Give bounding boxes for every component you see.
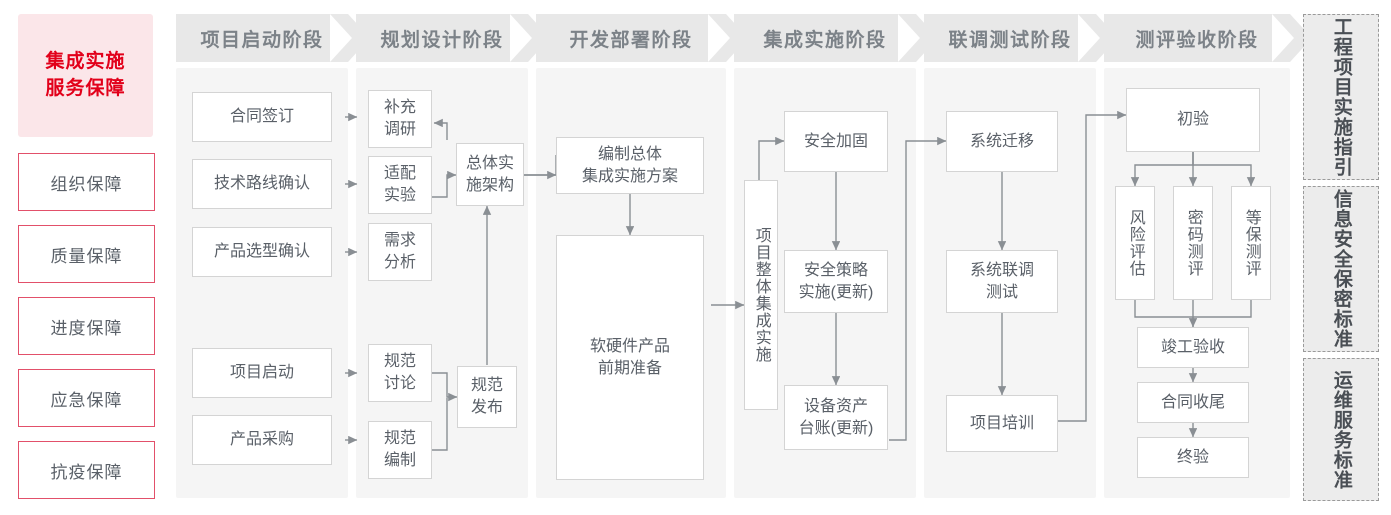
- node-contract-signing[interactable]: 合同签订: [192, 92, 332, 142]
- node-risk-assessment[interactable]: 风险评估: [1115, 186, 1155, 300]
- node-joint-debug-test-l2: 测试: [985, 283, 1018, 301]
- sidebar-item-organization[interactable]: 组织保障: [18, 153, 155, 211]
- assurance-sidebar: 集成实施 服务保障 组织保障 质量保障 进度保障 应急保障 抗疫保障: [18, 14, 155, 499]
- node-initial-acceptance[interactable]: 初验: [1126, 88, 1260, 152]
- node-spec-drafting[interactable]: 规范编制: [368, 421, 432, 479]
- node-draft-integration-plan[interactable]: 编制总体集成实施方案: [556, 137, 704, 194]
- sidebar-item-quality[interactable]: 质量保障: [18, 225, 155, 283]
- sidebar-item-emergency[interactable]: 应急保障: [18, 369, 155, 427]
- node-hw-sw-preparation-l1: 软硬件产品: [589, 337, 670, 355]
- node-project-training[interactable]: 项目培训: [946, 395, 1058, 452]
- standard-panel-security[interactable]: 信息安全保密标准: [1303, 186, 1379, 352]
- node-project-kickoff[interactable]: 项目启动: [192, 348, 332, 398]
- node-supplementary-survey[interactable]: 补充调研: [368, 90, 432, 148]
- node-mlps-evaluation[interactable]: 等保测评: [1231, 186, 1271, 300]
- node-adaptation-test[interactable]: 适配实验: [368, 156, 432, 214]
- sidebar-item-epidemic[interactable]: 抗疫保障: [18, 441, 155, 499]
- standard-panel-ops-label: 运维服务标准: [1330, 369, 1352, 490]
- node-spec-publish-l1: 规范: [470, 377, 503, 395]
- node-security-hardening[interactable]: 安全加固: [784, 111, 888, 172]
- node-joint-debug-test[interactable]: 系统联调测试: [946, 250, 1058, 313]
- node-spec-discussion-l2: 讨论: [383, 375, 416, 392]
- node-spec-publish-l2: 发布: [470, 399, 503, 416]
- node-draft-integration-plan-l1: 编制总体: [597, 145, 662, 163]
- standard-panel-ops[interactable]: 运维服务标准: [1303, 358, 1379, 501]
- node-spec-discussion[interactable]: 规范讨论: [368, 344, 432, 402]
- node-hw-sw-preparation-l2: 前期准备: [597, 359, 662, 377]
- node-overall-architecture[interactable]: 总体实施架构: [456, 143, 524, 206]
- node-requirement-analysis-l1: 需求: [383, 232, 416, 250]
- assurance-title-line2: 服务保障: [45, 77, 126, 99]
- node-security-policy-l1: 安全策略: [803, 261, 868, 279]
- node-adaptation-test-l2: 实验: [383, 187, 416, 204]
- node-security-policy-l2: 实施(更新): [798, 283, 874, 301]
- node-hw-sw-preparation[interactable]: 软硬件产品前期准备: [556, 235, 704, 480]
- assurance-title-line1: 集成实施: [45, 51, 126, 73]
- node-spec-discussion-l1: 规范: [383, 353, 416, 371]
- standard-panel-security-label: 信息安全保密标准: [1330, 189, 1352, 349]
- node-overall-integration[interactable]: 项目整体集成实施: [744, 180, 778, 410]
- node-overall-architecture-l1: 总体实: [465, 154, 514, 172]
- phase-header-4[interactable]: 集成实施阶段: [734, 14, 916, 62]
- node-product-purchase[interactable]: 产品采购: [192, 415, 332, 465]
- node-crypto-evaluation[interactable]: 密码测评: [1173, 186, 1213, 300]
- node-system-migration[interactable]: 系统迁移: [946, 111, 1058, 172]
- node-asset-ledger-l2: 台账(更新): [798, 419, 874, 437]
- node-security-policy[interactable]: 安全策略实施(更新): [784, 250, 888, 313]
- node-contract-closeout[interactable]: 合同收尾: [1137, 382, 1249, 423]
- node-tech-route-confirm[interactable]: 技术路线确认: [192, 159, 332, 209]
- node-spec-drafting-l1: 规范: [383, 430, 416, 448]
- node-adaptation-test-l1: 适配: [383, 165, 416, 183]
- node-spec-drafting-l2: 编制: [383, 452, 416, 469]
- node-requirement-analysis-l2: 分析: [383, 254, 416, 271]
- sidebar-item-schedule[interactable]: 进度保障: [18, 297, 155, 355]
- node-joint-debug-test-l1: 系统联调: [969, 261, 1034, 279]
- node-final-acceptance[interactable]: 终验: [1137, 437, 1249, 478]
- phase-header-1[interactable]: 项目启动阶段: [176, 14, 348, 62]
- phase-header-6[interactable]: 测评验收阶段: [1104, 14, 1290, 62]
- phase-header-2[interactable]: 规划设计阶段: [356, 14, 528, 62]
- node-spec-publish[interactable]: 规范发布: [457, 366, 517, 428]
- node-draft-integration-plan-l2: 集成实施方案: [581, 167, 678, 185]
- phase-header-3[interactable]: 开发部署阶段: [536, 14, 726, 62]
- assurance-title: 集成实施 服务保障: [18, 14, 153, 137]
- node-completion-acceptance[interactable]: 竣工验收: [1137, 327, 1249, 368]
- node-asset-ledger-l1: 设备资产: [803, 397, 868, 415]
- node-asset-ledger[interactable]: 设备资产台账(更新): [784, 385, 888, 450]
- standard-panel-engineering-label: 工程项目实施指引: [1330, 17, 1352, 177]
- node-overall-architecture-l2: 施架构: [465, 176, 514, 194]
- node-supplementary-survey-l1: 补充: [383, 99, 416, 117]
- node-requirement-analysis[interactable]: 需求分析: [368, 223, 432, 281]
- phase-header-5[interactable]: 联调测试阶段: [924, 14, 1096, 62]
- node-supplementary-survey-l2: 调研: [383, 121, 416, 138]
- node-product-selection[interactable]: 产品选型确认: [192, 227, 332, 277]
- standard-panel-engineering[interactable]: 工程项目实施指引: [1303, 14, 1379, 180]
